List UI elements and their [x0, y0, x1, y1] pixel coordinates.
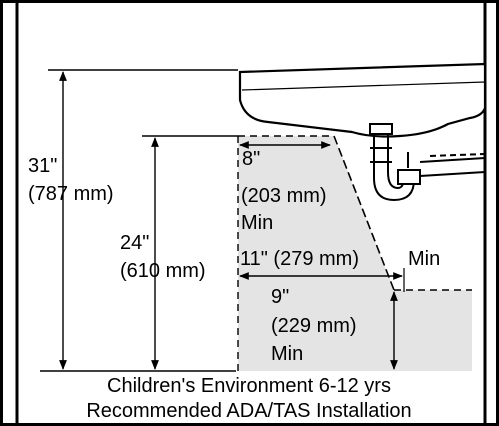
knee-height-metric: (610 mm): [120, 260, 206, 282]
extension-lines: [40, 69, 238, 372]
toe-height-qualifier: Min: [271, 343, 303, 365]
knee-depth-top-metric: (203 mm): [241, 185, 327, 207]
knee-depth-mid-qualifier: Min: [408, 248, 440, 270]
lavatory-rim-line: [241, 81, 486, 91]
toe-height-imperial: 9": [271, 286, 289, 308]
knee-depth-mid-value: 11" (279 mm): [240, 248, 359, 270]
caption-line-2: Recommended ADA/TAS Installation: [86, 400, 411, 422]
toe-height-metric: (229 mm): [271, 315, 357, 337]
caption-line-1: Children's Environment 6-12 yrs: [107, 375, 391, 397]
lavatory-basin: [238, 62, 487, 138]
knee-height-imperial: 24": [120, 232, 149, 254]
p-trap: [369, 123, 486, 202]
knee-clearance-outline: [237, 135, 472, 371]
knee-depth-top-qualifier: Min: [241, 212, 273, 234]
rim-height-imperial: 31": [28, 155, 57, 177]
knee-clearance-slope: [333, 135, 395, 291]
knee-depth-top-imperial: 8": [242, 148, 260, 170]
rim-height-metric: (787 mm): [28, 183, 114, 205]
knee-clearance-zone: [238, 136, 472, 371]
